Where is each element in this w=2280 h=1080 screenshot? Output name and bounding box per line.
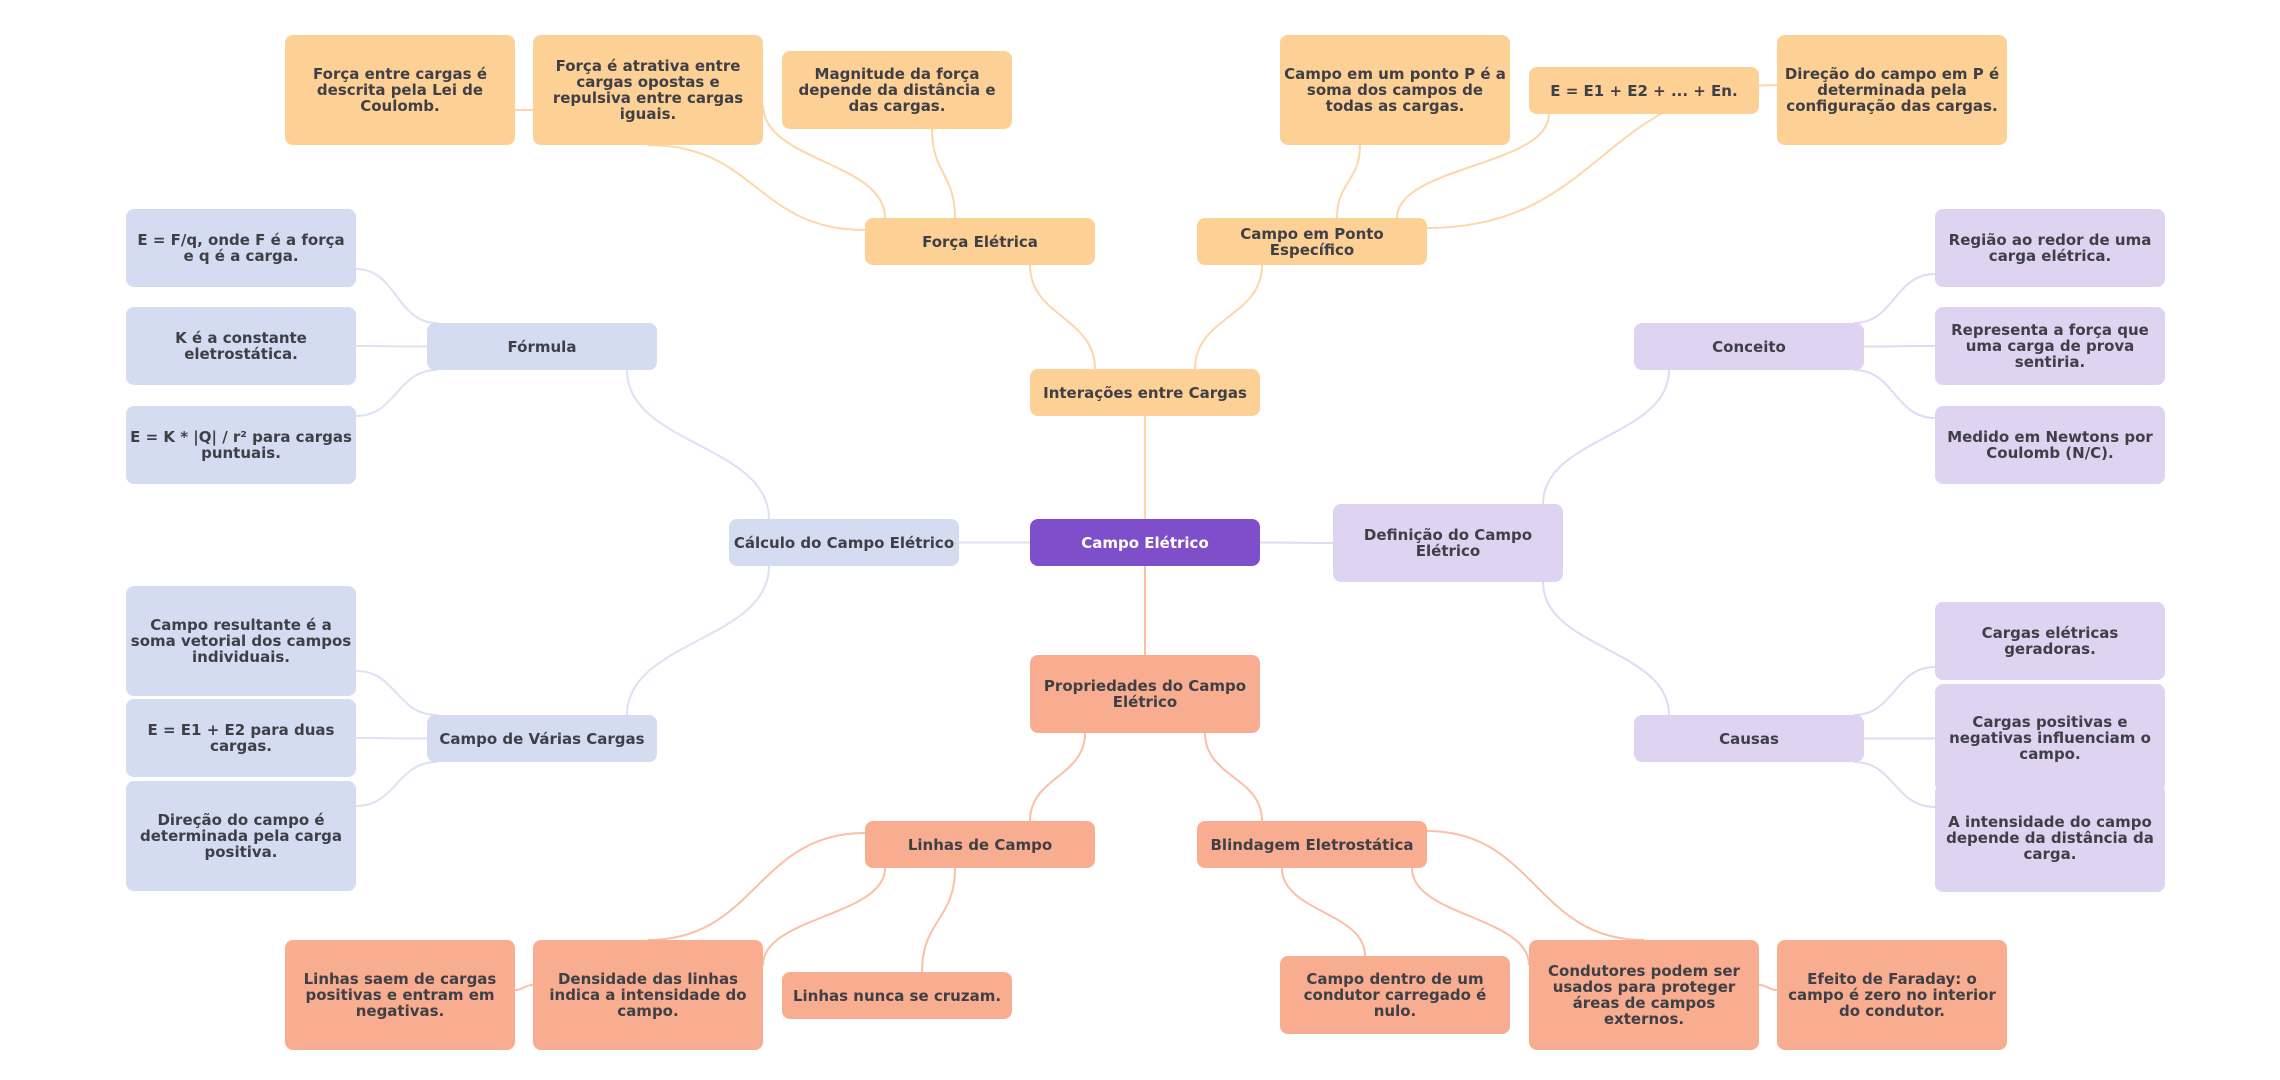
topic-blindagem-eletrostatica[interactable]: Blindagem Eletrostática [1197,821,1427,868]
leaf-densidade-das-linhas[interactable]: Densidade das linhas indica a intensidad… [533,940,763,1050]
connector-formula-leaf-1 [355,345,428,348]
connector-blindagem-nulo [1281,867,1366,957]
connector-blindagem-faraday [1426,830,1645,941]
leaf-e1-e2-duas-cargas[interactable]: E = E1 + E2 para duas cargas. [126,699,356,777]
leaf-newtons-por-coulomb[interactable]: Medido em Newtons por Coulomb (N/C). [1935,406,2165,484]
leaf-linhas-saem[interactable]: Linhas saem de cargas positivas e entram… [285,940,515,1050]
leaf-magnitude-da-forca[interactable]: Magnitude da força depende da distância … [782,51,1012,129]
leaf-intensidade-distancia[interactable]: A intensidade do campo depende da distân… [1935,784,2165,892]
connector-varias-leaf-2 [355,761,438,807]
leaf-linhas-nunca-se-cruzam[interactable]: Linhas nunca se cruzam. [782,972,1012,1019]
leaf-direcao-campo-p[interactable]: Direção do campo em P é determinada pela… [1777,35,2007,145]
branch-interacoes-entre-cargas[interactable]: Interações entre Cargas [1030,369,1260,416]
leaf-regiao-ao-redor[interactable]: Região ao redor de uma carga elétrica. [1935,209,2165,287]
leaf-cargas-puntuais[interactable]: E = K * |Q| / r² para cargas puntuais. [126,406,356,484]
connector-formula-leaf-0 [355,268,438,324]
connector-varias-leaf-1 [355,737,428,740]
leaf-e-igual-f-q[interactable]: E = F/q, onde F é a força e q é a carga. [126,209,356,287]
connector-leaf-link-bottom [514,984,534,991]
leaf-carga-de-prova[interactable]: Representa a força que uma carga de prov… [1935,307,2165,385]
connector-leaf-link-faraday [1758,984,1778,991]
topic-campo-em-ponto-especifico[interactable]: Campo em Ponto Específico [1197,218,1427,265]
leaf-e-soma-en[interactable]: E = E1 + E2 + ... + En. [1529,67,1759,114]
leaf-soma-dos-campos[interactable]: Campo em um ponto P é a soma dos campos … [1280,35,1510,145]
connector-causas-leaf-0 [1853,666,1936,716]
connector-propriedades-linhas [1029,732,1086,822]
connector-root-definicao [1259,541,1334,544]
connector-conceito-leaf-2 [1853,369,1936,419]
branch-calculo-do-campo-eletrico[interactable]: Cálculo do Campo Elétrico [729,519,959,566]
connector-definicao-conceito [1542,369,1670,505]
topic-conceito[interactable]: Conceito [1634,323,1864,370]
connector-linhas-nunca [921,867,956,973]
connector-calculo-varias [626,565,770,716]
leaf-campo-nulo-condutor[interactable]: Campo dentro de um condutor carregado é … [1280,956,1510,1034]
connector-causas-leaf-2 [1853,761,1936,808]
leaf-positivas-negativas[interactable]: Cargas positivas e negativas influenciam… [1935,684,2165,792]
topic-causas[interactable]: Causas [1634,715,1864,762]
connector-propriedades-blindagem [1204,732,1263,822]
connector-blindagem-condutores [1411,867,1530,966]
connector-forca-atrativa [762,104,886,219]
topic-campo-de-varias-cargas[interactable]: Campo de Várias Cargas [427,715,657,762]
leaf-forca-atrativa-repulsiva[interactable]: Força é atrativa entre cargas opostas e … [533,35,763,145]
connector-varias-leaf-0 [355,670,438,716]
connector-forca-magnitude [931,128,956,219]
branch-definicao-do-campo-eletrico[interactable]: Definição do Campo Elétrico [1333,504,1563,582]
connector-conceito-leaf-1 [1863,345,1936,348]
connector-interacoes-forca [1029,264,1096,370]
connector-interacoes-campo-ponto [1194,264,1263,370]
topic-linhas-de-campo[interactable]: Linhas de Campo [865,821,1095,868]
connector-formula-leaf-2 [355,369,438,417]
branch-propriedades-do-campo-eletrico[interactable]: Propriedades do Campo Elétrico [1030,655,1260,733]
leaf-condutores-protegem[interactable]: Condutores podem ser usados para protege… [1529,940,1759,1050]
leaf-lei-de-coulomb[interactable]: Força entre cargas é descrita pela Lei d… [285,35,515,145]
leaf-direcao-carga-positiva[interactable]: Direção do campo é determinada pela carg… [126,781,356,891]
connector-calculo-formula [626,369,770,520]
leaf-cargas-geradoras[interactable]: Cargas elétricas geradoras. [1935,602,2165,680]
root-node-campo-eletrico[interactable]: Campo Elétrico [1030,519,1260,566]
connector-linhas-saem [647,832,866,941]
connector-forca-lei-coulomb [647,144,866,231]
leaf-efeito-de-faraday[interactable]: Efeito de Faraday: o campo é zero no int… [1777,940,2007,1050]
leaf-soma-vetorial[interactable]: Campo resultante é a soma vetorial dos c… [126,586,356,696]
connector-definicao-causas [1542,581,1670,716]
leaf-constante-eletrostatica[interactable]: K é a constante eletrostática. [126,307,356,385]
topic-formula[interactable]: Fórmula [427,323,657,370]
connector-conceito-leaf-0 [1853,273,1936,324]
topic-forca-eletrica[interactable]: Força Elétrica [865,218,1095,265]
connector-campo-en [1396,113,1550,219]
connector-linhas-densidade [762,867,886,966]
connector-campo-soma [1336,144,1361,219]
